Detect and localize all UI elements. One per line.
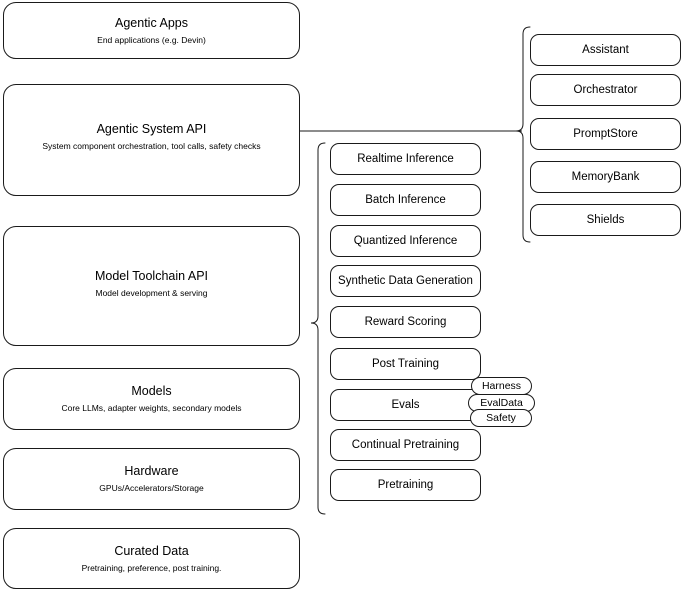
- component-synthetic-data-generation[interactable]: Synthetic Data Generation: [330, 265, 481, 297]
- layer-title: Hardware: [124, 464, 179, 478]
- badge-harness[interactable]: Harness: [471, 377, 532, 395]
- layer-curated-data[interactable]: Curated Data Pretraining, preference, po…: [3, 528, 300, 589]
- badge-evaldata[interactable]: EvalData: [468, 394, 535, 412]
- connector-system-api-to-components: [300, 120, 524, 142]
- layer-title: Agentic Apps: [115, 15, 188, 30]
- component-label: Orchestrator: [573, 83, 638, 96]
- layer-subtitle: Model development & serving: [95, 288, 208, 298]
- component-label: MemoryBank: [571, 170, 640, 183]
- component-continual-pretraining[interactable]: Continual Pretraining: [330, 429, 481, 461]
- layer-title: Curated Data: [114, 543, 189, 558]
- layer-subtitle: System component orchestration, tool cal…: [42, 141, 261, 151]
- component-shields[interactable]: Shields: [530, 204, 681, 236]
- layer-subtitle: End applications (e.g. Devin): [97, 34, 206, 45]
- layer-title: Models: [131, 384, 172, 398]
- component-label: Shields: [586, 213, 625, 226]
- layer-models[interactable]: Models Core LLMs, adapter weights, secon…: [3, 368, 300, 430]
- layer-agentic-apps[interactable]: Agentic Apps End applications (e.g. Devi…: [3, 2, 300, 59]
- layer-model-toolchain-api[interactable]: Model Toolchain API Model development & …: [3, 226, 300, 346]
- layer-subtitle: Core LLMs, adapter weights, secondary mo…: [61, 403, 242, 413]
- component-label: Assistant: [582, 43, 629, 56]
- layer-title: Agentic System API: [96, 122, 207, 136]
- component-post-training[interactable]: Post Training: [330, 348, 481, 380]
- component-label: Evals: [391, 398, 420, 411]
- bracket-system-components: [514, 24, 534, 246]
- component-assistant[interactable]: Assistant: [530, 34, 681, 66]
- component-evals[interactable]: Evals: [330, 389, 481, 421]
- component-orchestrator[interactable]: Orchestrator: [530, 74, 681, 106]
- component-label: Realtime Inference: [357, 152, 454, 165]
- layer-agentic-system-api[interactable]: Agentic System API System component orch…: [3, 84, 300, 196]
- component-label: Reward Scoring: [364, 315, 447, 328]
- component-pretraining[interactable]: Pretraining: [330, 469, 481, 501]
- component-realtime-inference[interactable]: Realtime Inference: [330, 143, 481, 175]
- badge-label: EvalData: [480, 397, 523, 409]
- component-label: Synthetic Data Generation: [338, 274, 473, 287]
- component-memorybank[interactable]: MemoryBank: [530, 161, 681, 193]
- component-reward-scoring[interactable]: Reward Scoring: [330, 306, 481, 338]
- layer-hardware[interactable]: Hardware GPUs/Accelerators/Storage: [3, 448, 300, 510]
- layer-subtitle: Pretraining, preference, post training.: [81, 562, 222, 573]
- layer-title: Model Toolchain API: [94, 269, 209, 283]
- component-label: Quantized Inference: [353, 234, 458, 247]
- bracket-toolchain-components: [308, 140, 328, 520]
- component-label: PromptStore: [573, 127, 638, 140]
- badge-label: Safety: [486, 412, 516, 424]
- badge-label: Harness: [481, 380, 522, 392]
- component-label: Batch Inference: [365, 193, 446, 206]
- component-promptstore[interactable]: PromptStore: [530, 118, 681, 150]
- component-quantized-inference[interactable]: Quantized Inference: [330, 225, 481, 257]
- badge-safety[interactable]: Safety: [470, 409, 532, 427]
- layer-subtitle: GPUs/Accelerators/Storage: [99, 483, 204, 493]
- component-label: Pretraining: [377, 478, 434, 491]
- component-batch-inference[interactable]: Batch Inference: [330, 184, 481, 216]
- component-label: Continual Pretraining: [351, 438, 460, 451]
- component-label: Post Training: [371, 357, 440, 370]
